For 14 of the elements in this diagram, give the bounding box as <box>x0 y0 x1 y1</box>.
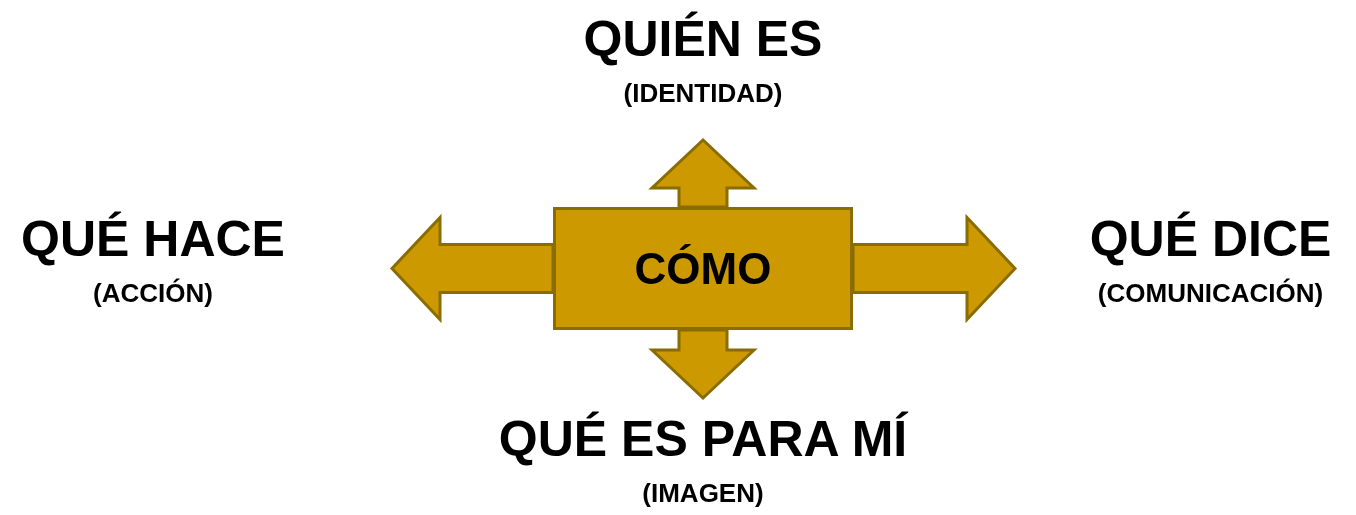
heading: QUÉ DICE <box>1089 210 1332 268</box>
subtitle: (IDENTIDAD) <box>623 77 783 110</box>
center-box <box>553 207 853 330</box>
heading: QUIÉN ES <box>583 10 823 68</box>
block-arrow <box>648 328 758 401</box>
heading: QUÉ ES PARA MÍ <box>498 410 908 468</box>
center-label: CÓMO <box>634 242 772 295</box>
block-arrow <box>851 213 1018 324</box>
subtitle: (ACCIÓN) <box>93 277 213 310</box>
block-arrow <box>389 213 555 324</box>
block-arrow <box>648 137 758 209</box>
subtitle: (COMUNICACIÓN) <box>1097 277 1324 310</box>
heading: QUÉ HACE <box>21 210 285 268</box>
subtitle: (IMAGEN) <box>642 477 764 510</box>
